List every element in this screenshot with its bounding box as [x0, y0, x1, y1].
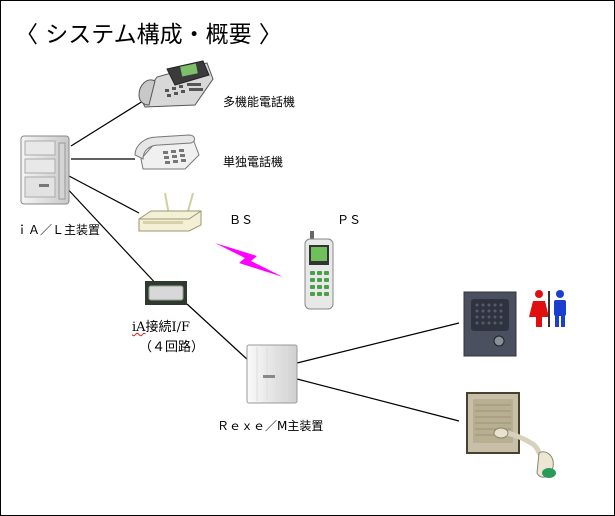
multi-function-phone-icon	[138, 60, 214, 108]
page-title: 〈 システム構成・概要 〉	[15, 22, 282, 48]
line-ia-to-interface	[62, 183, 160, 288]
ia-interface-label: iA接続I/F	[132, 316, 190, 335]
wireless-link-bolt	[215, 243, 283, 277]
line-rexe-to-intercom	[296, 322, 460, 364]
line-interface-to-rexe	[186, 303, 250, 362]
emergency-call-unit-icon	[466, 392, 556, 478]
ia-interface-name: 接続I/F	[145, 320, 191, 335]
intercom-panel-icon	[463, 291, 517, 357]
bs-label: ＢＳ	[229, 213, 254, 227]
rexe-main-unit-icon	[246, 344, 298, 404]
ia-interface-unit-icon	[145, 281, 187, 305]
base-station-icon	[138, 192, 202, 232]
ia-main-unit-icon	[20, 135, 70, 205]
restroom-icon	[529, 290, 566, 327]
ia-interface-circuits-label: （４回路）	[139, 340, 205, 355]
line-rexe-to-call-unit	[296, 378, 460, 422]
multi-function-phone-label: 多機能電話機	[223, 95, 296, 109]
line-ia-to-multi-phone	[70, 100, 144, 147]
ia-interface-prefix: iA	[132, 320, 146, 335]
rexe-main-unit-label: Ｒｅｘｅ／M主装置	[217, 419, 324, 433]
line-ia-to-bs	[68, 175, 140, 214]
personal-station-handset-icon	[304, 231, 334, 310]
ps-label: ＰＳ	[337, 213, 362, 227]
single-phone-label: 単独電話機	[223, 155, 284, 169]
single-phone-icon	[134, 134, 200, 170]
ia-main-unit-label: ｉＡ／Ｌ主装置	[16, 223, 101, 237]
